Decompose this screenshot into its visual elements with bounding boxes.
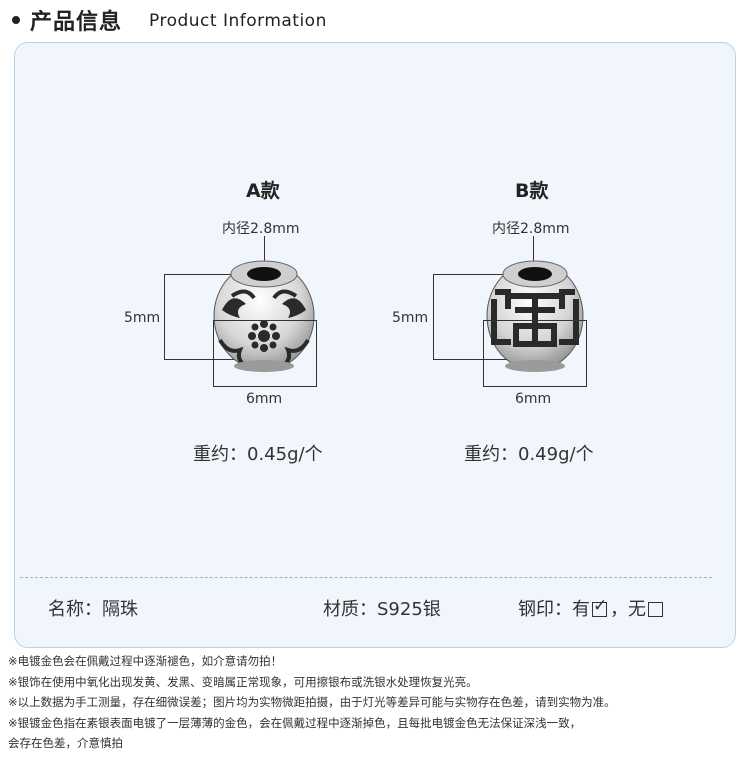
product-material: 材质：S925银	[323, 599, 441, 620]
notes-list: ※电镀金色会在佩戴过程中逐渐褪色，如介意请勿拍！ ※银饰在使用中氧化出现发黄、发…	[8, 651, 748, 754]
stamp-middle: ，无	[610, 599, 646, 620]
note-line: ※银镀金色指在素银表面电镀了一层薄薄的金色，会在佩戴过程中逐渐掉色，且每批电镀金…	[8, 715, 582, 730]
section-title-cn: 产品信息	[30, 10, 123, 35]
product-name: 名称：隔珠	[48, 599, 138, 620]
note-line: ※电镀金色会在佩戴过程中逐渐褪色，如介意请勿拍！	[8, 654, 283, 668]
dashed-divider	[20, 577, 712, 578]
variant-b-weight: 重约：0.49g/个	[464, 444, 594, 465]
stamp-yes-checkbox: ✓	[592, 598, 607, 617]
product-info-panel	[14, 42, 736, 648]
bullet-icon	[12, 16, 20, 24]
note-line: 会存在色差，介意慎拍	[8, 736, 123, 750]
checkmark-icon: ✓	[593, 596, 608, 616]
variant-b-width: 6mm	[515, 391, 552, 407]
stamp-no-checkbox	[648, 602, 663, 617]
variant-b-inner-diameter-line	[533, 236, 534, 268]
variant-a-weight: 重约：0.45g/个	[193, 444, 323, 465]
section-title-en: Product Information	[149, 11, 327, 31]
bead-a-image	[213, 260, 315, 372]
variant-a-inner-diameter-line	[264, 236, 265, 268]
variant-a-height: 5mm	[124, 310, 161, 326]
variant-a-width: 6mm	[246, 391, 283, 407]
variant-a-label: A款	[246, 180, 280, 202]
stamp-prefix: 钢印：有	[518, 599, 590, 620]
variant-a-width-guide	[213, 320, 317, 387]
variant-b-inner-diameter: 内径2.8mm	[492, 221, 570, 237]
variant-a-inner-diameter: 内径2.8mm	[222, 221, 300, 237]
section-header: 产品信息 Product Information	[0, 0, 750, 42]
bead-b-image	[486, 260, 584, 372]
product-stamp: 钢印：有✓，无	[518, 595, 666, 621]
variant-b-height: 5mm	[392, 310, 429, 326]
variant-b-width-guide	[483, 320, 587, 387]
note-line: ※以上数据为手工测量，存在细微误差；图片均为实物微距拍摄，由于灯光等差异可能与实…	[8, 695, 616, 709]
note-line: ※银饰在使用中氧化出现发黄、发黑、变暗属正常现象，可用擦银布或洗银水处理恢复光亮…	[8, 674, 478, 689]
variant-b-label: B款	[515, 180, 549, 202]
